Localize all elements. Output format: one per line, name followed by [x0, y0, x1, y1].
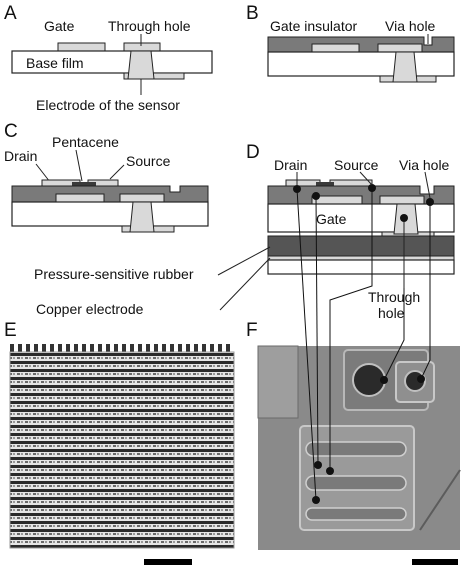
gate-electrode [57, 42, 106, 52]
panel-a-letter: A [4, 3, 17, 24]
sensor-array-top-edge [10, 344, 234, 352]
through-pad-c [119, 193, 165, 203]
micrograph-finger-2 [305, 475, 407, 491]
leader-pressure-rubber [217, 246, 271, 276]
panel-d: D Drain Source Via hole Gate Pressure [34, 142, 455, 321]
label-source: Source [126, 153, 171, 169]
scale-bar-f [412, 559, 458, 565]
gate-insulator-c [11, 185, 209, 203]
sensor-array-photo [9, 351, 235, 549]
through-hole-top-pad [123, 42, 161, 52]
connector-via-hole [420, 202, 431, 380]
panel-b: B Gate insulator Via hole [246, 3, 455, 83]
micrograph-left-pad [257, 345, 299, 419]
through-hole-plug-b [392, 51, 418, 83]
leader-pentacene [75, 149, 83, 182]
label-copper-electrode: Copper electrode [36, 301, 144, 317]
panel-f: F [246, 320, 461, 565]
leader-via-hole-d [424, 171, 431, 199]
connector-through-hole [383, 288, 405, 381]
copper-electrode-layer [267, 255, 455, 261]
micrograph-wiring [419, 469, 461, 531]
drain-electrode-d [285, 179, 321, 187]
through-pad-b [377, 43, 423, 53]
panel-f-letter: F [246, 320, 258, 341]
base-film-b [267, 51, 455, 77]
base-film-d [267, 203, 455, 233]
label-electrode-sensor: Electrode of the sensor [36, 97, 180, 113]
pressure-rubber-layer [267, 235, 455, 257]
through-pad-d [379, 195, 425, 205]
through-hole-plug-c [129, 201, 155, 233]
gate-electrode-c [55, 193, 105, 203]
base-film [11, 50, 213, 74]
panel-b-letter: B [246, 3, 259, 24]
pentacene-layer [72, 182, 96, 186]
label-base-film: Base film [26, 55, 84, 71]
source-electrode-d [329, 179, 373, 187]
label-through-hole-d-1: Through [368, 289, 420, 305]
leader-copper-electrode [219, 257, 271, 311]
gate-insulator-layer [267, 36, 455, 53]
panel-c: C Pentacene Drain Source [4, 121, 209, 233]
label-gate-insulator: Gate insulator [270, 18, 357, 34]
label-via-hole-d: Via hole [399, 157, 450, 173]
panel-e-letter: E [4, 320, 17, 341]
connector-gate [315, 195, 319, 466]
pentacene-layer-d [316, 182, 334, 186]
gate-electrode-b [311, 43, 360, 53]
micrograph-finger-3 [305, 507, 407, 521]
bottom-film-d [267, 259, 455, 275]
connector-lines [296, 188, 431, 501]
connector-drain [296, 188, 317, 501]
leader-source-d [359, 171, 373, 186]
label-via-hole: Via hole [385, 18, 436, 34]
panel-a: A Gate Through hole Base film Electrode … [4, 3, 213, 113]
label-gate-d: Gate [316, 211, 347, 227]
scale-bar-e [144, 559, 192, 565]
micrograph-finger-1 [305, 441, 407, 457]
label-drain-d: Drain [274, 157, 307, 173]
base-film-c [11, 201, 209, 227]
label-pressure-rubber: Pressure-sensitive rubber [34, 266, 194, 282]
panel-c-letter: C [4, 121, 18, 142]
dot-through-hole [400, 214, 408, 222]
through-hole-plug [127, 50, 155, 80]
label-through-hole-d-2: hole [378, 305, 405, 321]
label-through-hole: Through hole [108, 18, 191, 34]
connector-source [329, 188, 373, 471]
label-gate: Gate [44, 18, 75, 34]
panel-e: E [4, 320, 235, 565]
panel-d-letter: D [246, 142, 260, 163]
leader-source [109, 164, 125, 180]
label-source-d: Source [334, 157, 379, 173]
label-pentacene: Pentacene [52, 134, 119, 150]
leader-drain [35, 163, 51, 183]
label-drain: Drain [4, 148, 37, 164]
